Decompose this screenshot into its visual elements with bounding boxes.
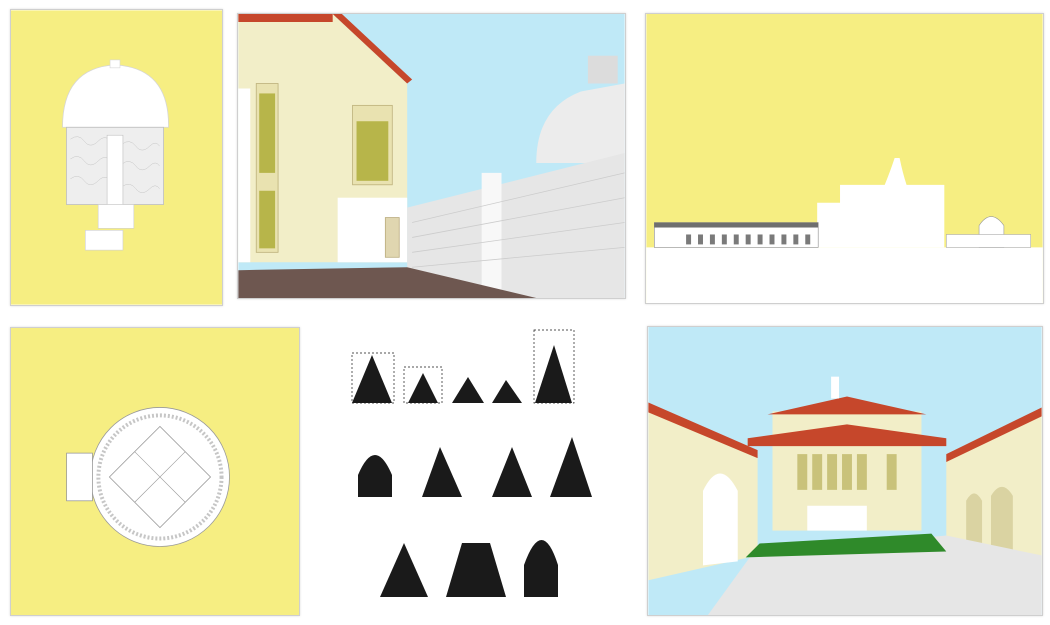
site-section-panel <box>645 13 1044 304</box>
left-arch <box>702 473 738 566</box>
right-arches <box>966 486 1013 564</box>
temple-windows <box>797 454 897 490</box>
roof-edge <box>332 14 413 84</box>
stupa-sketch <box>524 540 558 597</box>
stupa-sketches <box>340 325 602 610</box>
left-arcade-roof <box>648 402 758 459</box>
central-temple-silhouette <box>817 158 945 248</box>
annex-door <box>384 217 400 258</box>
ground-plane <box>646 247 1043 303</box>
temple-courtyard-render <box>648 327 1042 615</box>
long-wall <box>407 153 625 298</box>
sketch-row-1 <box>352 345 572 403</box>
drum-door <box>106 134 124 205</box>
sketch-row-3 <box>380 540 558 597</box>
stupa-sketch <box>358 455 392 497</box>
courtyard-perspective-render <box>238 14 625 298</box>
stupa-sketch <box>492 447 532 497</box>
stupa-sketch <box>452 377 484 403</box>
dome-finial <box>109 59 121 69</box>
dome-elevation-panel <box>10 9 223 306</box>
plan-ornament-ring <box>96 413 224 541</box>
stupa-sketch <box>380 543 428 597</box>
window-glass-upper <box>259 93 276 173</box>
temple-porch <box>807 505 867 531</box>
stupa-sketch <box>535 345 572 403</box>
sketch-row-2 <box>358 437 592 497</box>
dome-render <box>536 83 625 163</box>
side-wall <box>946 234 1031 248</box>
dome-finial-render <box>587 55 618 84</box>
drum-ornament <box>70 136 160 193</box>
dome-plan-panel <box>10 327 300 616</box>
colonnade-openings <box>686 234 811 245</box>
dome-elevation-drawing <box>11 10 222 305</box>
temple-roof-top <box>767 396 927 415</box>
column <box>238 88 251 263</box>
plan-entrance <box>66 452 93 502</box>
lawn <box>745 533 947 558</box>
courtyard-render-panel <box>237 13 626 299</box>
stair-block <box>97 204 135 229</box>
stupa-sketch <box>408 373 438 403</box>
base-block <box>84 230 124 251</box>
dome-plan-drawing <box>11 328 299 615</box>
sketch-guides <box>351 329 575 404</box>
window-glass-lower <box>259 190 276 249</box>
right-arcade-roof <box>946 407 1042 463</box>
temple-roof-mid <box>747 424 947 447</box>
arched-window-glass <box>356 121 389 181</box>
temple-finial <box>831 376 840 399</box>
stupa-sketch <box>492 380 522 403</box>
stupa-sketch <box>550 437 592 497</box>
wall-courses <box>412 172 625 268</box>
colonnade-roof <box>654 222 819 228</box>
roof-front <box>238 14 333 22</box>
site-section-drawing <box>646 14 1043 303</box>
stupa-sketch <box>422 447 462 497</box>
temple-render-panel <box>647 326 1043 616</box>
stupa-sketch <box>352 355 392 403</box>
paving <box>238 267 537 298</box>
plan-square <box>108 425 212 529</box>
wall-pier <box>481 172 502 293</box>
stupa-sketches-panel <box>340 325 602 610</box>
stupa-sketch <box>446 543 506 597</box>
